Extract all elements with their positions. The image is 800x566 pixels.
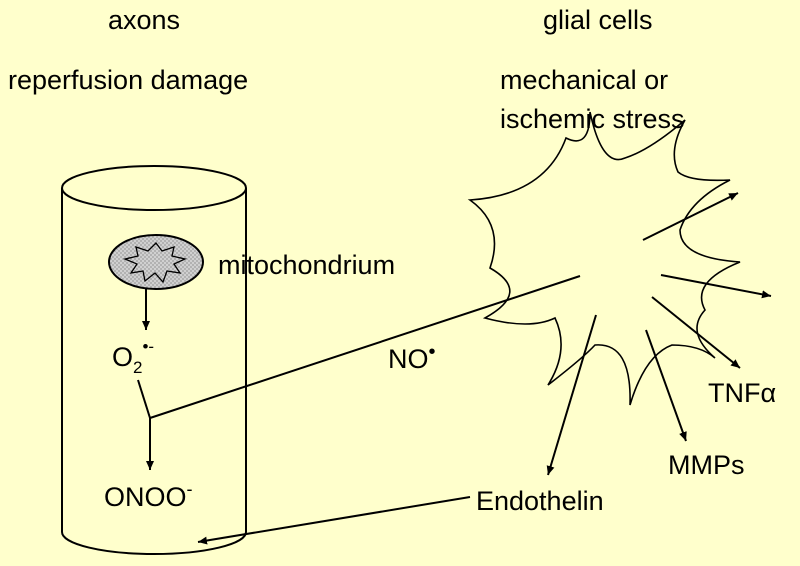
axons-heading: axons <box>108 5 180 35</box>
axon-cylinder <box>61 165 247 555</box>
peroxynitrite-label: ONOO- <box>104 479 193 512</box>
stress-heading-line1: mechanical or <box>500 65 668 95</box>
nitric-oxide-line <box>149 275 581 419</box>
endothelin-to-axon-arrow <box>197 496 471 545</box>
superoxide-label: O2•- <box>112 337 154 377</box>
tnf-alpha-label: TNFα <box>708 378 776 408</box>
mitochondrium-label: mitochondrium <box>218 250 395 280</box>
mitochondrion-icon <box>108 234 204 290</box>
glia-to-mmps-arrow <box>645 329 687 442</box>
superoxide-reaction-line <box>137 379 151 419</box>
mmps-label: MMPs <box>668 450 745 480</box>
glia-to-endothelin-arrow <box>546 314 597 476</box>
glia-to-tnf-arrow <box>651 296 741 369</box>
glial-cell-icon <box>467 111 741 406</box>
glia-arrow-up <box>642 192 739 241</box>
glial-cells-heading: glial cells <box>543 5 653 35</box>
reperfusion-damage-heading: reperfusion damage <box>8 65 248 95</box>
endothelin-label: Endothelin <box>476 486 604 516</box>
nitric-oxide-label: NO• <box>388 341 436 374</box>
glia-arrow-right <box>660 274 772 299</box>
